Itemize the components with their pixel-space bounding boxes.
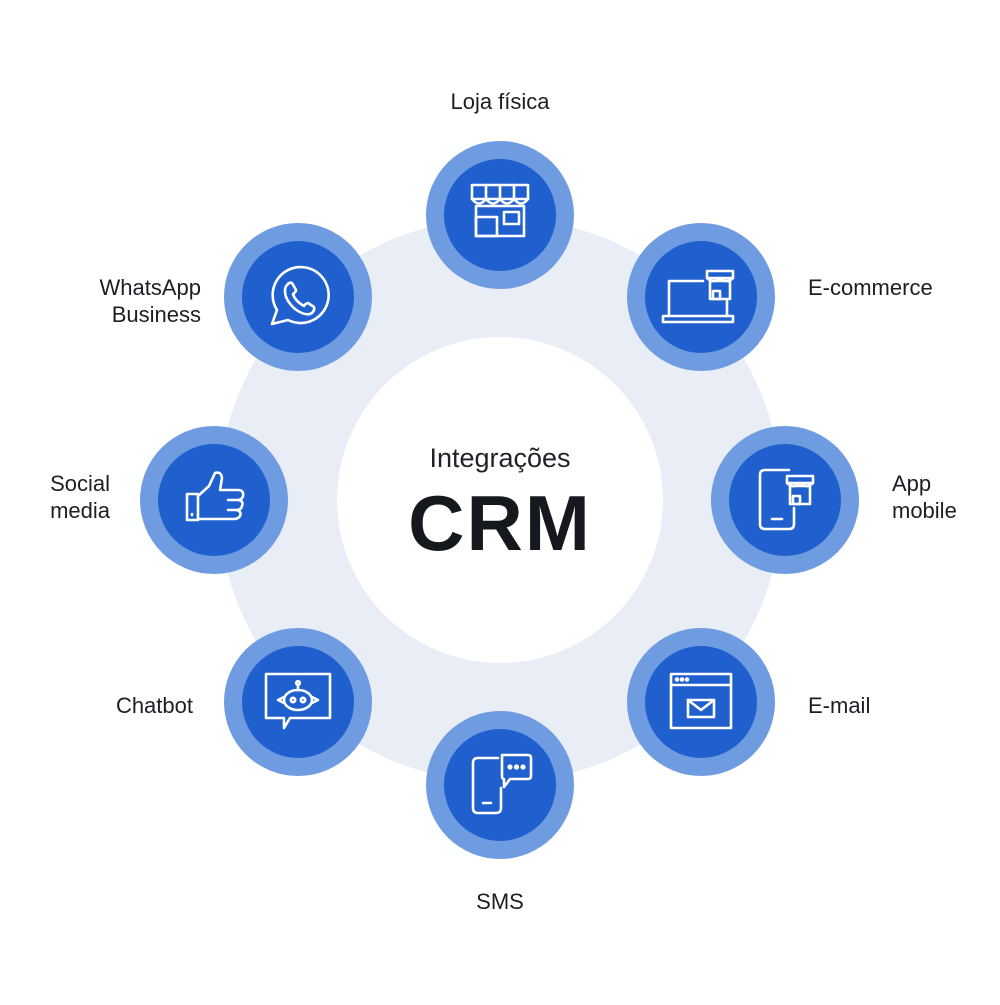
label-e-commerce: E-commerce <box>808 275 933 300</box>
label-app-mobile: App mobile <box>892 471 957 523</box>
node-e-mail <box>627 628 775 776</box>
node-e-commerce <box>627 223 775 371</box>
label-sms: SMS <box>476 889 524 914</box>
email-window-icon <box>669 672 733 730</box>
phone-chat-icon <box>471 753 533 815</box>
label-chatbot: Chatbot <box>115 693 193 718</box>
node-chatbot <box>224 628 372 776</box>
store-icon <box>470 183 530 238</box>
node-loja-fisica <box>426 141 574 289</box>
node-sms <box>426 711 574 859</box>
whatsapp-icon <box>270 265 330 326</box>
laptop-store-icon <box>661 269 735 324</box>
node-whatsapp-business <box>224 223 372 371</box>
mobile-store-icon <box>758 468 815 531</box>
node-social-media <box>140 426 288 574</box>
label-loja-fisica: Loja física <box>450 89 550 114</box>
thumbs-up-icon <box>185 471 245 522</box>
center-circle <box>337 337 663 663</box>
node-app-mobile <box>711 426 859 574</box>
center-subtitle: Integrações <box>429 443 571 473</box>
chatbot-icon <box>264 672 332 730</box>
label-whatsapp-business: WhatsApp Business <box>99 275 202 327</box>
center-title: CRM <box>408 479 592 567</box>
label-social-media: Social media <box>50 471 110 523</box>
label-e-mail: E-mail <box>808 693 871 718</box>
